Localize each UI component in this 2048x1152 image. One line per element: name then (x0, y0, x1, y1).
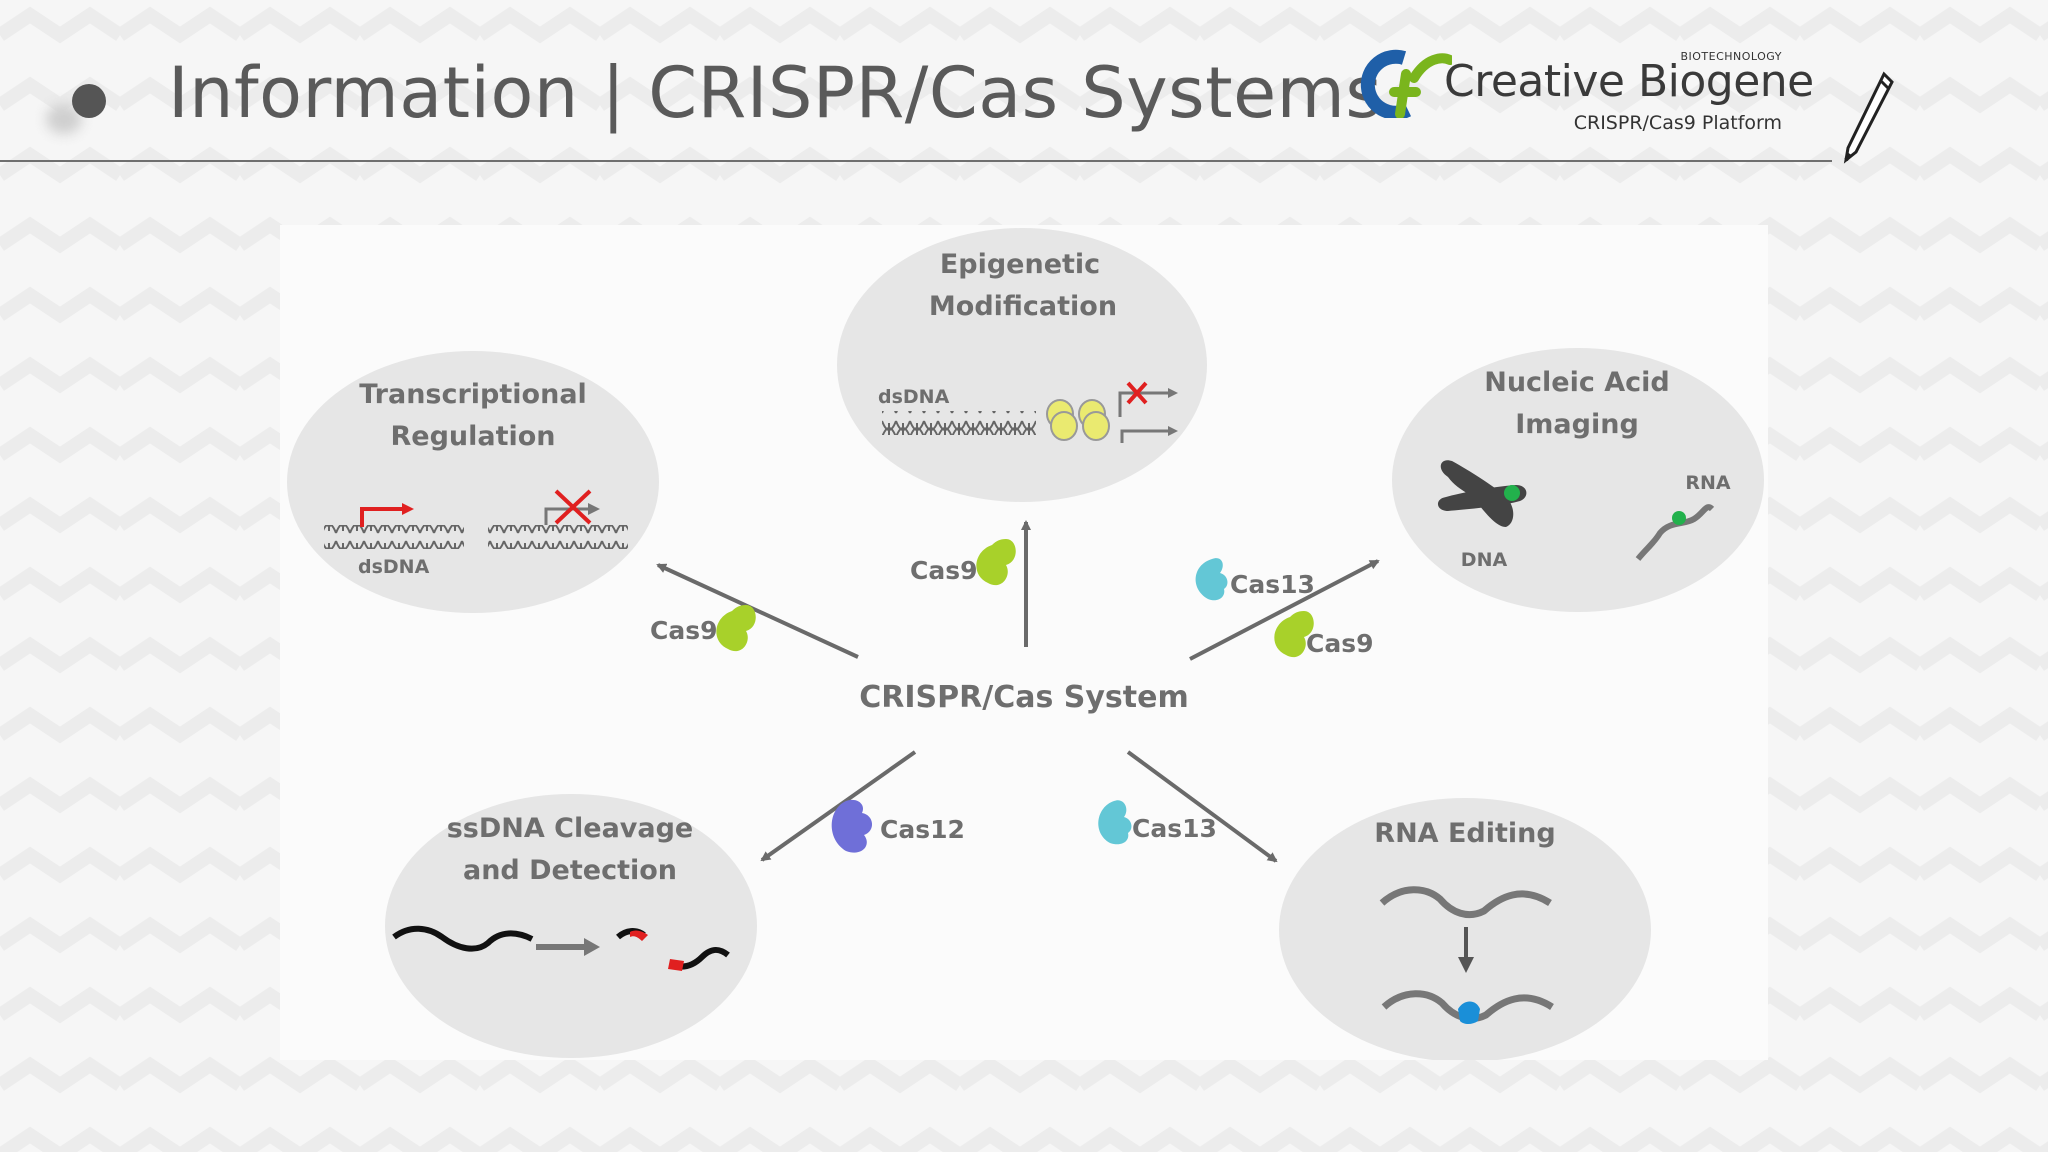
rna-probe-dot (1672, 511, 1686, 525)
transcriptional-title-1: Transcriptional (359, 379, 587, 410)
cas9-right-icon (1274, 611, 1314, 658)
ssdna-title-1: ssDNA Cleavage (447, 813, 694, 844)
epigenetic-title-1: Epigenetic (940, 249, 1100, 280)
ssdna-cut-2 (668, 959, 684, 971)
center-label: CRISPR/Cas System (859, 680, 1188, 715)
slide-title: Information | CRISPR/Cas Systems (168, 52, 1383, 134)
nucleic-rna-label: RNA (1685, 472, 1731, 494)
ssdna-node (385, 794, 757, 1058)
epigenetic-x-icon (1126, 381, 1148, 405)
ssdna-title-2: and Detection (463, 855, 677, 886)
pen-icon[interactable] (1840, 66, 1896, 166)
epigenetic-dsdna-label: dsDNA (878, 386, 950, 408)
epigenetic-title-2: Modification (929, 291, 1117, 322)
cas12-icon (831, 799, 873, 853)
promoter-active-arrow (360, 507, 404, 527)
arrow-upper-left (656, 563, 859, 659)
ssdna-strand-intact (392, 925, 534, 952)
logo-tag: BIOTECHNOLOGY (1680, 50, 1782, 63)
arrow-lower-left (760, 750, 917, 862)
arrow-upper-right (1189, 559, 1380, 661)
dna-probe-dot (1504, 485, 1520, 501)
rna-editing-title: RNA Editing (1374, 818, 1555, 849)
epigenetic-blocked-arrowhead (1168, 388, 1178, 398)
arrow-lower-right (1126, 750, 1278, 863)
cas9-left-label: Cas9 (650, 616, 718, 645)
epigenetic-blocked-arrow (1118, 391, 1170, 417)
promoter-active-arrowhead (402, 503, 414, 515)
rna-edited-base (1458, 1001, 1480, 1024)
block-x-icon (554, 489, 592, 525)
crispr-diagram: Epigenetic Modification Transcriptional … (287, 228, 1764, 1060)
chromosome-icon (1437, 460, 1527, 527)
cas13-right-icon (1195, 558, 1228, 601)
nucleosome-4 (1082, 411, 1110, 441)
dsdna-helix-right (488, 525, 628, 549)
nucleic-imaging-node (1392, 348, 1764, 612)
cas9-top-label: Cas9 (910, 556, 978, 585)
dsdna-helix-left (324, 525, 464, 549)
rna-before (1379, 886, 1552, 918)
cas9-right-label: Cas9 (1306, 629, 1374, 658)
cas13-right-label: Cas13 (1230, 570, 1315, 599)
transcriptional-title-2: Regulation (390, 421, 555, 452)
cas13-bottom-label: Cas13 (1132, 814, 1217, 843)
cas9-left-icon (716, 605, 756, 652)
logo-name: Creative Biogene (1444, 56, 1814, 107)
title-bullet (72, 84, 106, 118)
cas12-label: Cas12 (880, 815, 965, 844)
nucleosome-2 (1050, 411, 1078, 441)
cas13-bottom-icon (1098, 800, 1132, 845)
epigenetic-active-arrow (1120, 429, 1170, 443)
nucleic-title-2: Imaging (1515, 409, 1639, 440)
cas9-top-icon (976, 539, 1016, 586)
epigenetic-helix (882, 411, 1036, 435)
promoter-blocked-arrowhead (588, 503, 600, 515)
epigenetic-active-arrowhead (1168, 426, 1178, 436)
logo-subtitle: CRISPR/Cas9 Platform (1573, 112, 1782, 134)
company-logo: Creative Biogene BIOTECHNOLOGY CRISPR/Ca… (1356, 40, 1814, 140)
ssdna-cut-1 (630, 930, 648, 941)
header-divider (0, 160, 1832, 162)
creative-biogene-logo-icon (1360, 49, 1452, 118)
transcriptional-dsdna-label: dsDNA (358, 556, 430, 578)
slide-header: Information | CRISPR/Cas Systems Creativ… (0, 0, 2048, 165)
nucleic-title-1: Nucleic Acid (1484, 367, 1670, 398)
ssdna-process-arrowhead (584, 938, 600, 956)
nucleic-dna-label: DNA (1461, 549, 1508, 571)
rna-edit-arrowhead (1458, 957, 1474, 973)
